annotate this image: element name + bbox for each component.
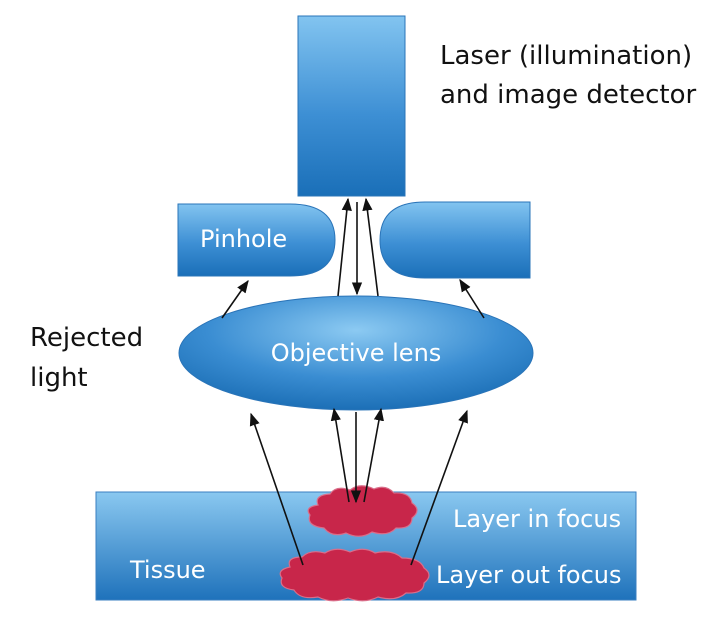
arrow-rejected-left [221, 279, 249, 319]
rejected-label-line2: light [30, 363, 88, 393]
arrow-out-right [410, 409, 468, 566]
out-focus-layer-blob [279, 548, 430, 602]
rejected-label-line1: Rejected [30, 323, 143, 353]
detector-label-line2: and image detector [440, 80, 697, 110]
arrow-up-2 [362, 197, 379, 297]
detector-label-line1: Laser (illumination) [440, 41, 692, 71]
arrow-in-1 [330, 407, 350, 503]
pinhole-right [379, 201, 531, 279]
light-path-arrows [221, 197, 485, 566]
pinhole-left [177, 203, 336, 277]
focus-layer-blob [307, 485, 418, 537]
detector-block [297, 15, 406, 197]
pinhole-label: Pinhole [200, 225, 287, 253]
layer-in-focus-label: Layer in focus [453, 505, 621, 533]
objective-lens-label: Objective lens [271, 339, 442, 367]
arrow-rejected-right [459, 278, 485, 319]
arrow-out-left [249, 412, 304, 566]
layer-out-focus-label: Layer out focus [436, 561, 622, 589]
objective-lens [178, 295, 534, 411]
arrow-up-1 [337, 197, 352, 297]
tissue-label: Tissue [129, 556, 206, 584]
arrow-in-2 [363, 407, 384, 503]
